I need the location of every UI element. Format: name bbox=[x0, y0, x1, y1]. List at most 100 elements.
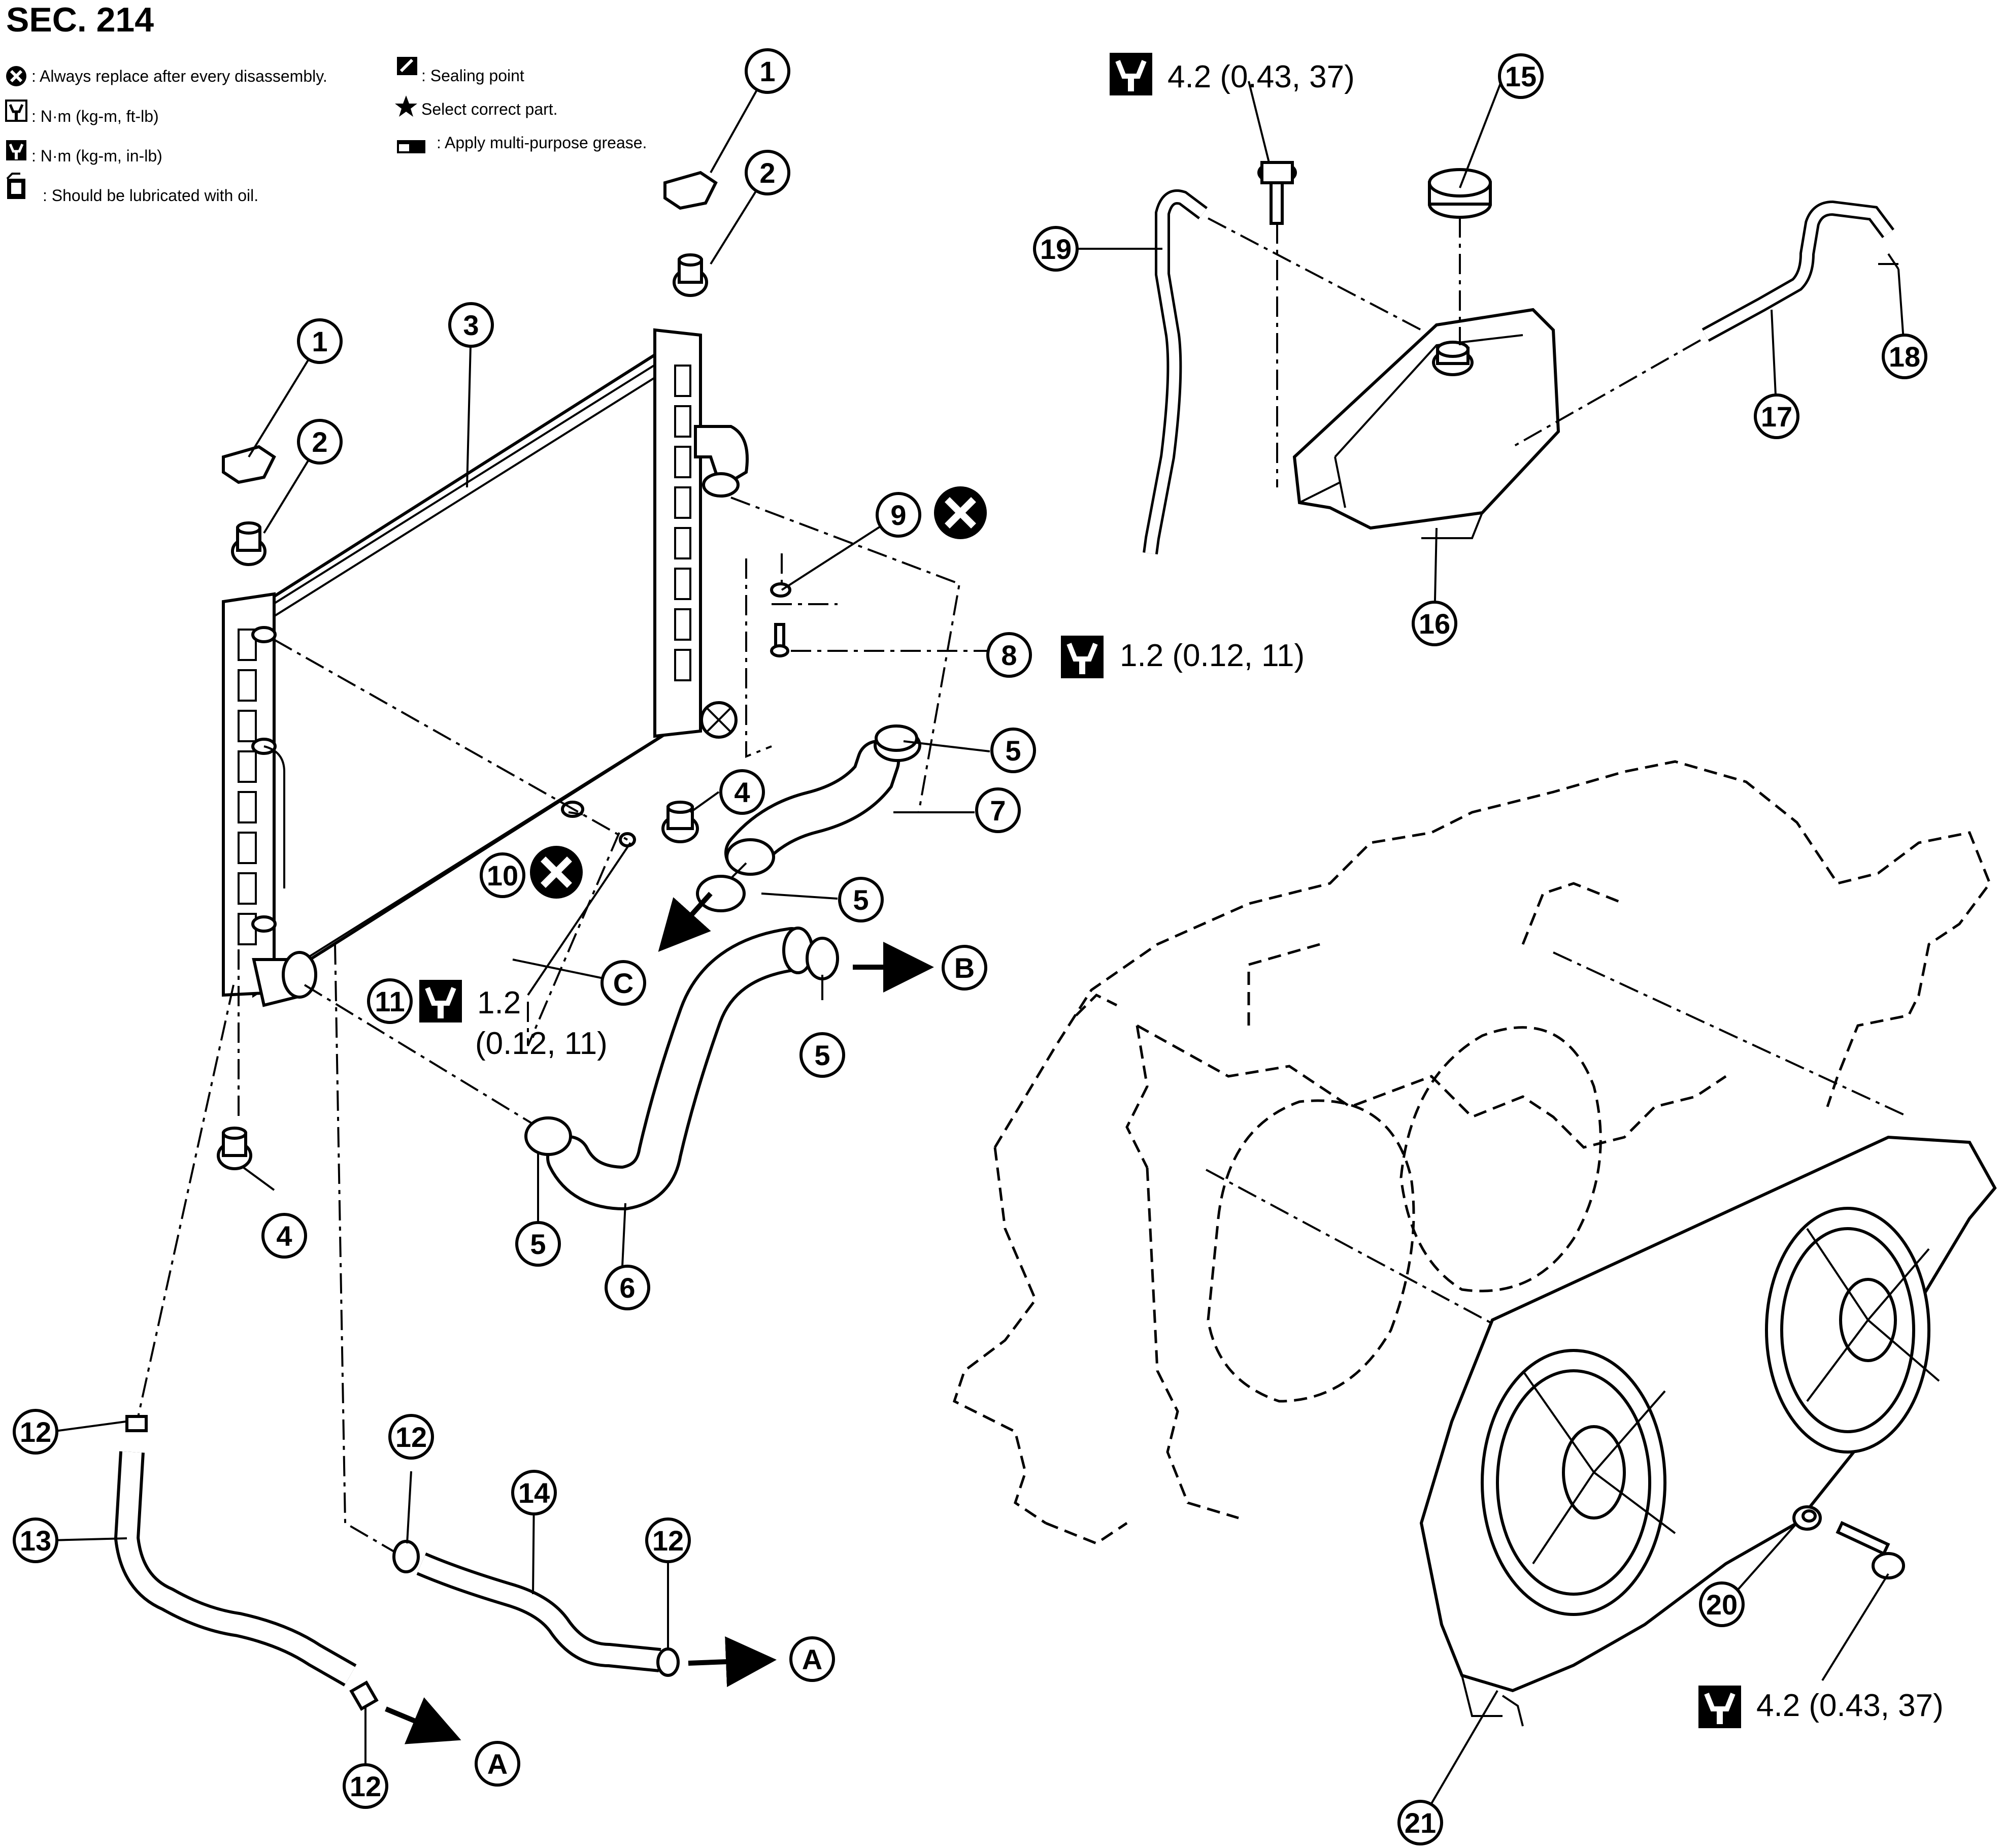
oil-can-icon bbox=[6, 173, 25, 199]
lower-grommet-mid bbox=[661, 801, 699, 843]
callout-13: 13 bbox=[13, 1517, 58, 1563]
svg-text:12: 12 bbox=[652, 1525, 684, 1557]
callout-12: 12 bbox=[388, 1414, 434, 1460]
reservoir-hose-13 bbox=[114, 1451, 357, 1687]
callout-3: 3 bbox=[448, 302, 494, 348]
torque-wrench-solid-icon bbox=[1061, 636, 1104, 678]
overflow-hose-19 bbox=[1143, 189, 1208, 554]
grease-icon bbox=[397, 140, 425, 153]
upper-mount-bracket-left bbox=[222, 445, 276, 484]
hose-clamp bbox=[806, 937, 839, 980]
legend-item-text: : Always replace after every disassembly… bbox=[31, 67, 327, 85]
callout-5: 5 bbox=[799, 1032, 845, 1078]
svg-text:5: 5 bbox=[814, 1039, 830, 1071]
torque-wrench-solid-icon bbox=[6, 140, 26, 160]
svg-text:A: A bbox=[802, 1643, 822, 1675]
reservoir-hose-17 bbox=[1701, 200, 1894, 342]
svg-text:4.2 (0.43, 37): 4.2 (0.43, 37) bbox=[1167, 59, 1355, 94]
left-tank-slots bbox=[238, 629, 257, 945]
hose-clip bbox=[125, 1415, 148, 1432]
callout-7: 7 bbox=[975, 787, 1021, 833]
hose-clip bbox=[392, 1540, 420, 1573]
callout-12: 12 bbox=[645, 1517, 691, 1563]
callout-4: 4 bbox=[261, 1213, 307, 1259]
svg-text:1: 1 bbox=[312, 325, 327, 357]
torque-wrench-solid-icon bbox=[1698, 1686, 1741, 1728]
cooling-fan-assembly bbox=[1419, 1135, 1997, 1727]
svg-text:4: 4 bbox=[276, 1220, 292, 1252]
svg-text:1.2: 1.2 bbox=[477, 985, 521, 1020]
svg-text:12: 12 bbox=[20, 1416, 51, 1448]
callout-c: C bbox=[600, 960, 646, 1006]
svg-text:20: 20 bbox=[1706, 1589, 1738, 1621]
legend: : Always replace after every disassembly… bbox=[5, 57, 647, 205]
legend-item-text: : N·m (kg-m, ft-lb) bbox=[31, 107, 159, 125]
svg-text:10: 10 bbox=[487, 860, 518, 892]
drain-plug bbox=[770, 623, 789, 657]
callout-4: 4 bbox=[719, 769, 765, 815]
torque-spec-drain-bolt: 1.2 (0.12, 11) bbox=[1061, 636, 1305, 678]
svg-text:(0.12, 11): (0.12, 11) bbox=[475, 1026, 608, 1061]
callout-2: 2 bbox=[745, 150, 790, 195]
torque-wrench-solid-icon bbox=[1110, 53, 1152, 95]
callout-1: 1 bbox=[745, 48, 790, 94]
fan-grommet-20 bbox=[1792, 1505, 1822, 1531]
svg-text:12: 12 bbox=[395, 1421, 427, 1453]
svg-text:6: 6 bbox=[619, 1272, 635, 1304]
svg-text:5: 5 bbox=[1005, 735, 1021, 767]
legend-item-text: Select correct part. bbox=[421, 100, 558, 118]
upper-grommet-right bbox=[673, 253, 708, 297]
hose-clip bbox=[656, 1647, 680, 1677]
callout-14: 14 bbox=[511, 1470, 557, 1515]
svg-text:3: 3 bbox=[463, 309, 479, 341]
x-circle-icon bbox=[934, 486, 987, 539]
x-circle-icon bbox=[6, 66, 26, 86]
torque-wrench-solid-icon bbox=[419, 980, 462, 1022]
legend-item-text: : Should be lubricated with oil. bbox=[43, 186, 258, 205]
callout-18: 18 bbox=[1882, 334, 1927, 379]
upper-mount-bracket-right bbox=[663, 171, 718, 210]
svg-text:1: 1 bbox=[759, 55, 775, 87]
radiator-core-support bbox=[952, 760, 1991, 1545]
callout-15: 15 bbox=[1498, 53, 1544, 99]
torque-spec-reservoir-bolt: 4.2 (0.43, 37) bbox=[1110, 53, 1355, 95]
svg-text:2: 2 bbox=[312, 426, 327, 458]
callout-9: 9 bbox=[876, 492, 921, 538]
callout-a: A bbox=[789, 1636, 835, 1682]
svg-text:16: 16 bbox=[1419, 608, 1450, 640]
fan-bolt bbox=[1836, 1521, 1905, 1579]
callout-10: 10 bbox=[480, 852, 525, 898]
callout-a: A bbox=[475, 1741, 520, 1787]
torque-wrench-icon bbox=[5, 100, 27, 122]
svg-text:4.2 (0.43, 37): 4.2 (0.43, 37) bbox=[1756, 1688, 1944, 1723]
section-title: SEC. 214 bbox=[6, 1, 154, 39]
svg-text:7: 7 bbox=[990, 795, 1006, 827]
svg-text:13: 13 bbox=[20, 1525, 51, 1557]
callout-19: 19 bbox=[1033, 226, 1079, 272]
svg-text:11: 11 bbox=[375, 985, 405, 1017]
svg-text:5: 5 bbox=[853, 884, 869, 916]
callout-5: 5 bbox=[990, 728, 1036, 773]
x-circle-icon bbox=[530, 846, 583, 899]
star-icon bbox=[395, 95, 417, 117]
callout-20: 20 bbox=[1699, 1581, 1745, 1627]
callout-5: 5 bbox=[515, 1221, 561, 1267]
svg-text:18: 18 bbox=[1889, 341, 1920, 373]
callout-17: 17 bbox=[1754, 393, 1799, 439]
svg-text:8: 8 bbox=[1001, 639, 1017, 671]
radiator bbox=[222, 328, 749, 1007]
callout-b: B bbox=[942, 945, 987, 991]
reservoir-tank bbox=[1292, 308, 1560, 539]
svg-text:4: 4 bbox=[734, 776, 750, 808]
torque-spec-fan-bolt: 4.2 (0.43, 37) bbox=[1698, 1686, 1944, 1728]
svg-text:9: 9 bbox=[890, 499, 906, 531]
upper-grommet-left bbox=[231, 521, 266, 566]
svg-text:B: B bbox=[954, 952, 975, 984]
svg-text:17: 17 bbox=[1761, 401, 1792, 433]
right-tank-slots bbox=[674, 365, 691, 681]
upper-radiator-hose bbox=[724, 724, 921, 876]
callout-2: 2 bbox=[297, 419, 343, 465]
callout-21: 21 bbox=[1397, 1800, 1443, 1845]
hose-clip-18 bbox=[1878, 253, 1899, 270]
svg-text:1.2 (0.12, 11): 1.2 (0.12, 11) bbox=[1120, 638, 1305, 673]
